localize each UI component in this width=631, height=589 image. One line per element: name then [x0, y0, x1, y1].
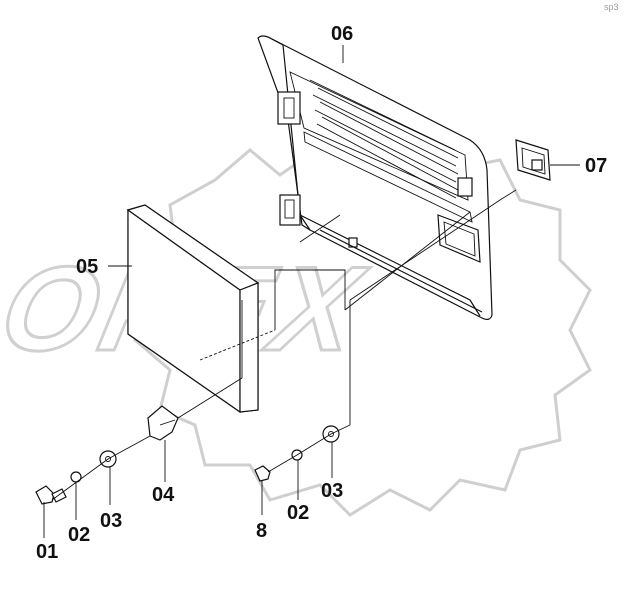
lower-hinge: [279, 194, 301, 226]
label-02-left: 02: [68, 524, 90, 546]
label-8: 8: [256, 520, 267, 542]
washer-02-left: [70, 471, 82, 483]
insulation-pad: [126, 204, 260, 414]
nut-8: [254, 465, 271, 482]
clip-part: [147, 405, 179, 441]
label-04: 04: [152, 484, 175, 506]
label-03-right: 03: [321, 480, 343, 502]
right-fasteners: [254, 425, 340, 482]
label-01: 01: [36, 541, 58, 563]
bolt-01: [35, 485, 55, 505]
latch-part: [515, 139, 551, 181]
label-02-right: 02: [287, 502, 309, 524]
upper-hinge: [277, 91, 301, 125]
latch-opening: [437, 214, 481, 263]
leader-lines: [43, 45, 580, 538]
label-05: 05: [76, 256, 98, 278]
label-07: 07: [585, 155, 607, 177]
grille-slots: [309, 79, 459, 199]
corner-stamp: sp3: [604, 2, 619, 12]
grille-panel: [257, 35, 493, 321]
label-06: 06: [331, 23, 353, 45]
label-03-left: 03: [100, 510, 122, 532]
part-labels: 06 07 05 04 01 02 03 8 02 03: [36, 23, 607, 563]
assembly-lines: [51, 189, 517, 501]
